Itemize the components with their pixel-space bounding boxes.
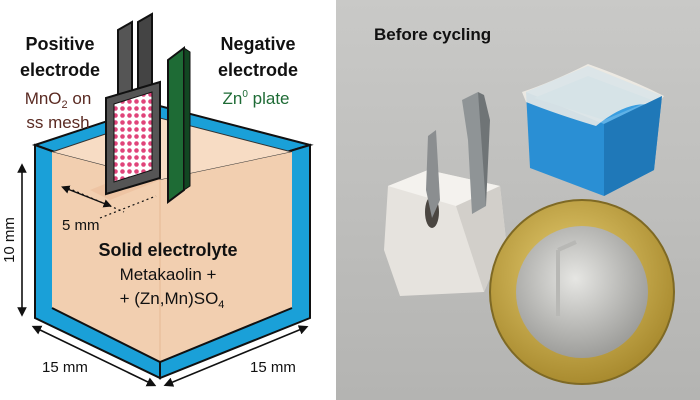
euro-coin-icon (489, 199, 675, 385)
positive-electrode-title-1: Positive (25, 34, 94, 54)
blue-container-photo (522, 64, 664, 196)
electrolyte-line-1: Metakaolin + (120, 265, 217, 284)
photo-caption: Before cycling (374, 25, 491, 44)
negative-electrode-material: Zn0 plate (223, 89, 290, 108)
electrolyte-title: Solid electrolyte (98, 240, 237, 260)
depth-guide-line-2 (99, 195, 157, 219)
depth-label: 5 mm (62, 217, 100, 234)
positive-electrode-title-2: electrode (20, 60, 100, 80)
positive-electrode-material: MnO2 on (25, 89, 92, 111)
width-right-label: 15 mm (250, 359, 296, 376)
mno2-mesh-electrode (105, 12, 161, 196)
width-left-arrow (31, 325, 157, 387)
width-left-label: 15 mm (42, 359, 88, 376)
electrolyte-block-photo (384, 170, 506, 296)
height-label: 10 mm (1, 217, 18, 263)
cell-diagram: Positive electrode MnO2 on ss mesh Negat… (1, 12, 314, 387)
positive-electrode-material-2: ss mesh (26, 113, 89, 132)
electrolyte-line-2: + (Zn,Mn)SO4 (120, 289, 225, 311)
negative-electrode-title-1: Negative (220, 34, 295, 54)
electrodes-photo (426, 92, 490, 218)
zinc-plate-electrode (167, 46, 191, 204)
depth-arrow (61, 185, 112, 208)
photo-panel: Before cycling (336, 0, 700, 400)
negative-electrode-title-2: electrode (218, 60, 298, 80)
width-right-arrow (163, 325, 309, 387)
